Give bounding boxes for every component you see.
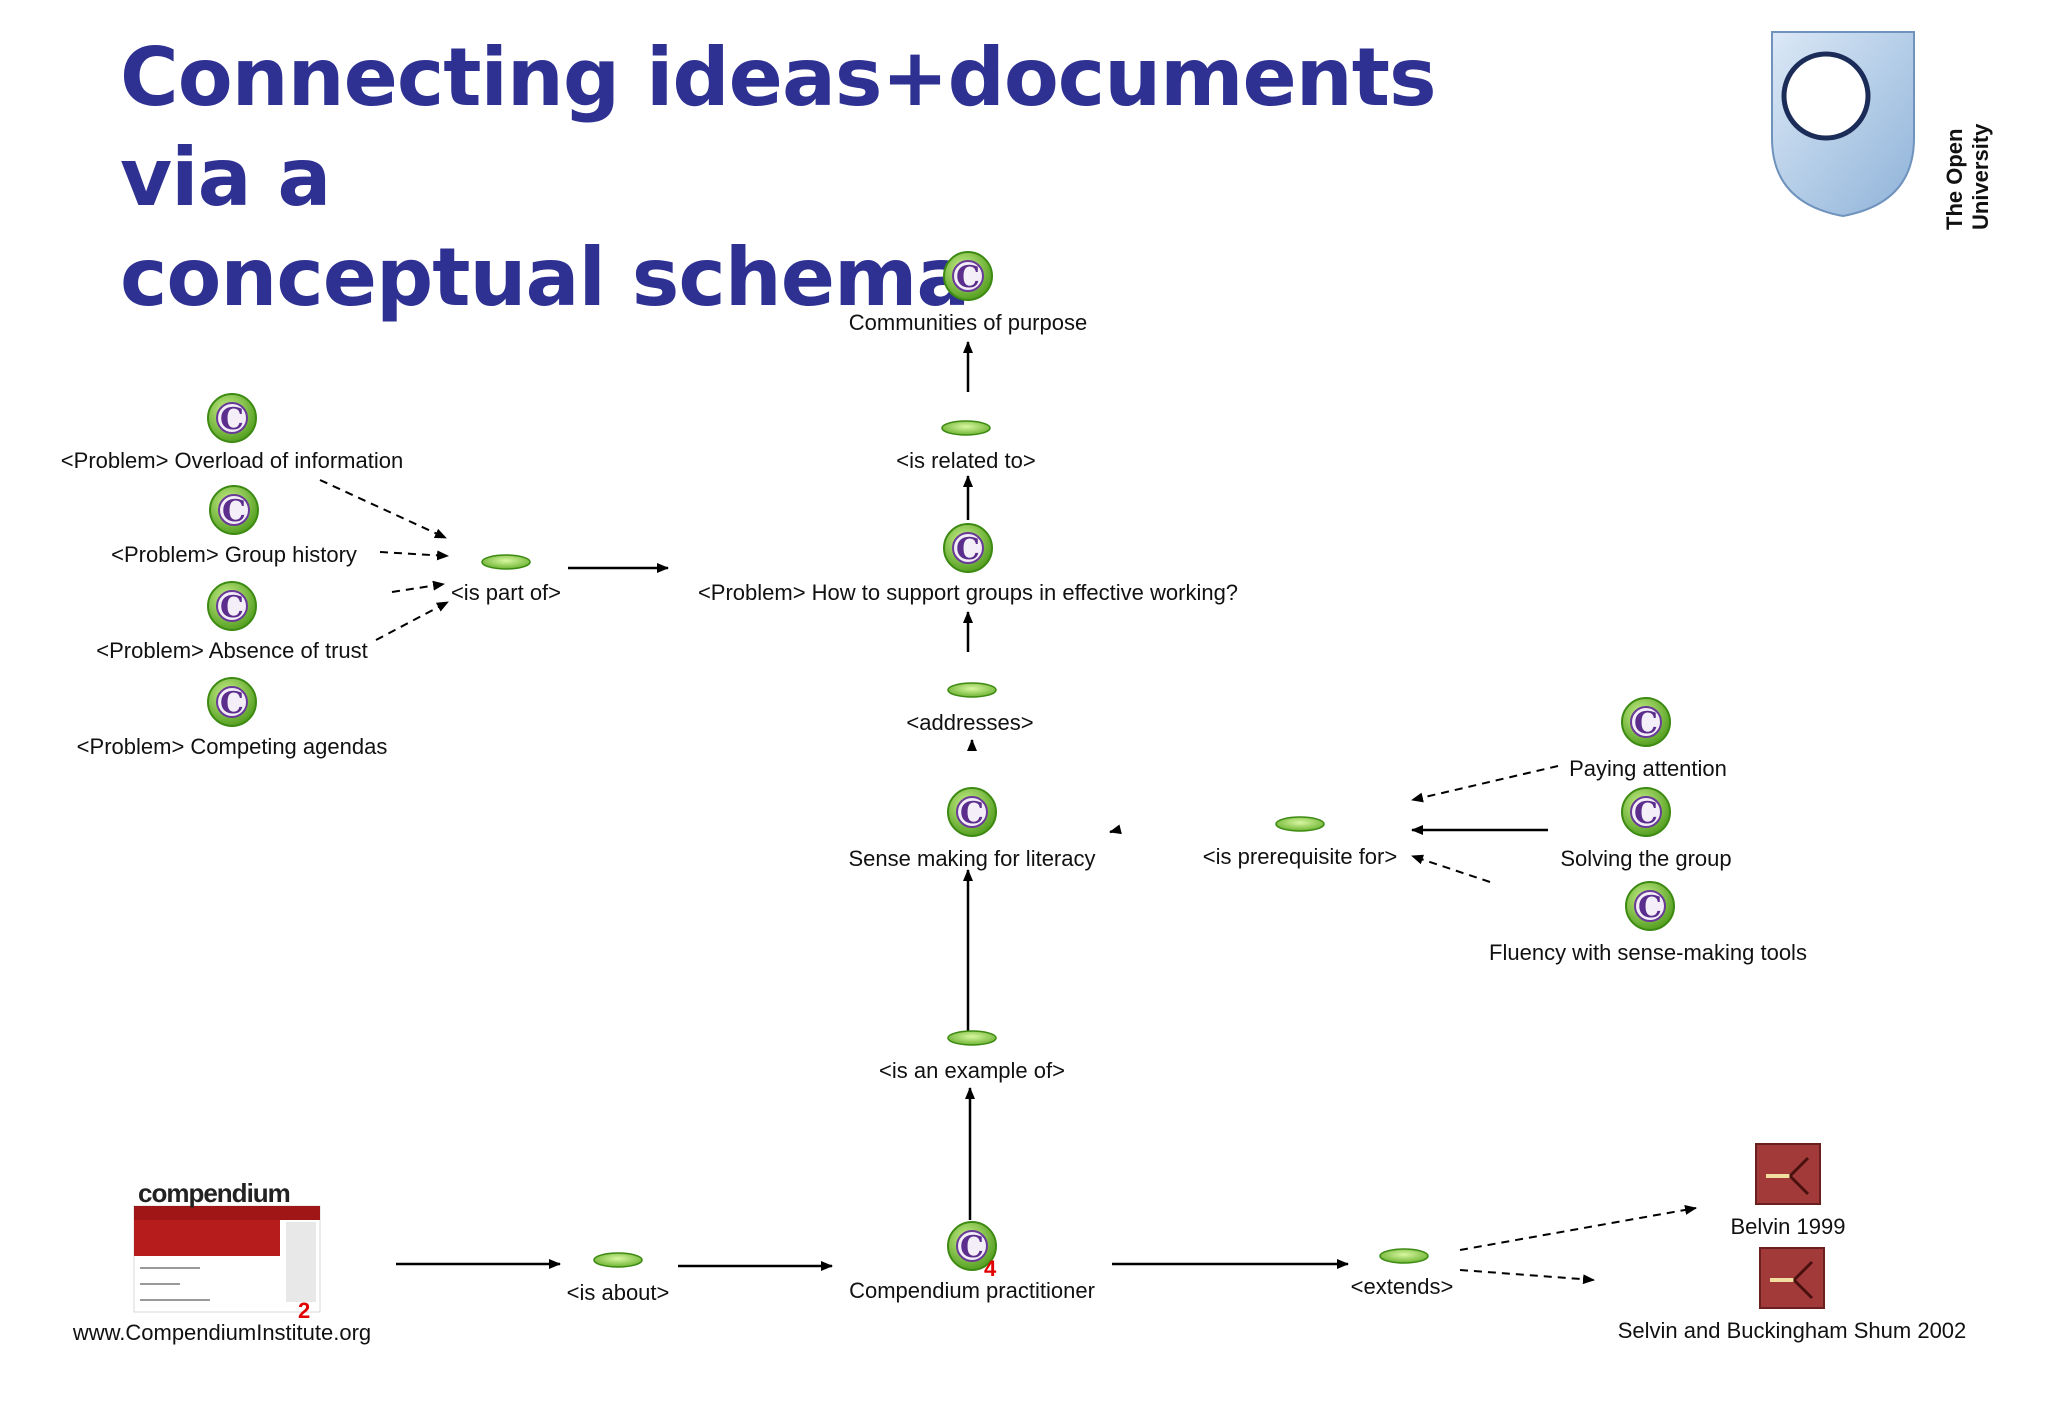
label-addresses: <addresses>: [906, 710, 1033, 735]
node-sensemaking[interactable]: C Sense making for literacy: [849, 787, 1096, 871]
title-line-1: Connecting ideas+documents via a: [120, 31, 1437, 224]
label-history: <Problem> Group history: [111, 542, 357, 567]
concept-icon-center: [1630, 796, 1662, 828]
node-paying-attention[interactable]: C Paying attention: [1569, 697, 1727, 781]
badge-website: 2: [298, 1298, 310, 1323]
slide-title: Connecting ideas+documents via a concept…: [120, 28, 1520, 328]
website-thumbnail-sidebar: [286, 1222, 316, 1302]
concept-icon-center: [956, 1230, 988, 1262]
label-solving-group: Solving the group: [1560, 846, 1731, 871]
link-extends[interactable]: <extends>: [1351, 1248, 1454, 1299]
label-is-part-of: <is part of>: [451, 580, 561, 605]
compendium-brand: compendium: [138, 1178, 291, 1208]
link-oval-icon: [481, 554, 531, 570]
link-is-related-to[interactable]: <is related to>: [896, 420, 1036, 473]
reference-map-icon-branch: [1788, 1156, 1810, 1178]
label-selvin: Selvin and Buckingham Shum 2002: [1618, 1318, 1967, 1343]
concept-icon-letter: C: [1638, 890, 1662, 925]
link-addresses[interactable]: <addresses>: [906, 682, 1034, 735]
edge-paying-to-prereq: [1411, 765, 1559, 803]
edge-overload-to-partof: [319, 479, 447, 539]
label-belvin: Belvin 1999: [1731, 1214, 1846, 1239]
label-prerequisite: <is prerequisite for>: [1203, 844, 1397, 869]
concept-icon-center: [1634, 890, 1666, 922]
website-thumbnail-navbar: [134, 1206, 320, 1220]
label-paying-attention: Paying attention: [1569, 756, 1727, 781]
link-is-about[interactable]: <is about>: [567, 1252, 670, 1305]
reference-map-icon-branch: [1792, 1260, 1814, 1282]
concept-icon-center: [216, 686, 248, 718]
concept-icon-center: [952, 260, 984, 292]
edge-fluency-to-prereq: [1411, 854, 1491, 883]
label-main-problem: <Problem> How to support groups in effec…: [698, 580, 1238, 605]
label-practitioner: Compendium practitioner: [849, 1278, 1095, 1303]
edges: [319, 341, 1697, 1285]
concept-icon-center: [1630, 706, 1662, 738]
concept-icon-letter: C: [220, 402, 244, 437]
edge-history-to-partof: [379, 550, 449, 561]
link-oval-icon: [593, 1252, 643, 1268]
concept-icon-letter: C: [220, 590, 244, 625]
concept-icon-letter: C: [956, 532, 980, 567]
label-example-of: <is an example of>: [879, 1058, 1065, 1083]
concept-icon-letter: C: [1634, 706, 1658, 741]
node-fluency[interactable]: C Fluency with sense-making tools: [1489, 881, 1807, 965]
node-agendas[interactable]: C <Problem> Competing agendas: [77, 677, 388, 759]
node-history[interactable]: C <Problem> Group history: [111, 485, 357, 567]
label-agendas: <Problem> Competing agendas: [77, 734, 388, 759]
concept-icon-letter: C: [220, 686, 244, 721]
label-communities: Communities of purpose: [849, 310, 1087, 335]
label-sensemaking: Sense making for literacy: [849, 846, 1096, 871]
node-website[interactable]: 2 www.CompendiumInstitute.org: [72, 1205, 371, 1345]
link-example-of[interactable]: <is an example of>: [879, 1030, 1065, 1083]
node-trust[interactable]: C <Problem> Absence of trust: [96, 581, 368, 663]
concept-icon-letter: C: [960, 796, 984, 831]
link-oval-icon: [1275, 816, 1325, 832]
label-is-about: <is about>: [567, 1280, 670, 1305]
reference-map-icon-branch: [1792, 1278, 1814, 1300]
link-oval-icon: [1379, 1248, 1429, 1264]
link-oval-icon: [947, 682, 997, 698]
concept-icon-letter: C: [222, 494, 246, 529]
node-communities[interactable]: C Communities of purpose: [849, 251, 1087, 335]
edge-extends-to-belvin: [1459, 1205, 1697, 1251]
label-is-related-to: <is related to>: [896, 448, 1035, 473]
concept-icon-center: [216, 402, 248, 434]
badge-practitioner: 4: [984, 1256, 997, 1281]
link-oval-icon: [947, 1030, 997, 1046]
concept-icon-center: [956, 796, 988, 828]
link-is-part-of[interactable]: <is part of>: [451, 554, 561, 605]
open-university-shield-icon: [1771, 31, 1915, 218]
concept-icon-letter: C: [956, 260, 980, 295]
website-thumbnail-banner: [134, 1220, 280, 1256]
edge-extends-to-selvin: [1459, 1269, 1595, 1285]
concept-icon-center: [952, 532, 984, 564]
label-fluency: Fluency with sense-making tools: [1489, 940, 1807, 965]
node-main-problem[interactable]: C <Problem> How to support groups in eff…: [698, 523, 1238, 605]
concept-icon-center: [216, 590, 248, 622]
node-practitioner[interactable]: C 4 Compendium practitioner: [849, 1221, 1095, 1303]
concept-icon-letter: C: [1634, 796, 1658, 831]
reference-map-icon-branch: [1788, 1174, 1810, 1196]
label-trust: <Problem> Absence of trust: [96, 638, 368, 663]
title-line-2: conceptual schema: [120, 231, 970, 324]
edge-agendas-to-partof: [375, 601, 449, 641]
node-overload[interactable]: C <Problem> Overload of information: [61, 393, 403, 473]
label-website: www.CompendiumInstitute.org: [72, 1320, 371, 1345]
concept-icon-center: [218, 494, 250, 526]
concept-icon-letter: C: [960, 1230, 984, 1265]
edge-trust-to-partof: [391, 580, 445, 593]
link-oval-icon: [941, 420, 991, 436]
link-prerequisite[interactable]: <is prerequisite for>: [1203, 816, 1397, 869]
label-overload: <Problem> Overload of information: [61, 448, 403, 473]
edge-prereq-to-sensemaking: [1109, 824, 1122, 835]
node-belvin[interactable]: Belvin 1999: [1731, 1143, 1846, 1239]
label-extends: <extends>: [1351, 1274, 1454, 1299]
node-selvin[interactable]: Selvin and Buckingham Shum 2002: [1618, 1247, 1967, 1343]
node-solving-group[interactable]: C Solving the group: [1560, 787, 1732, 871]
